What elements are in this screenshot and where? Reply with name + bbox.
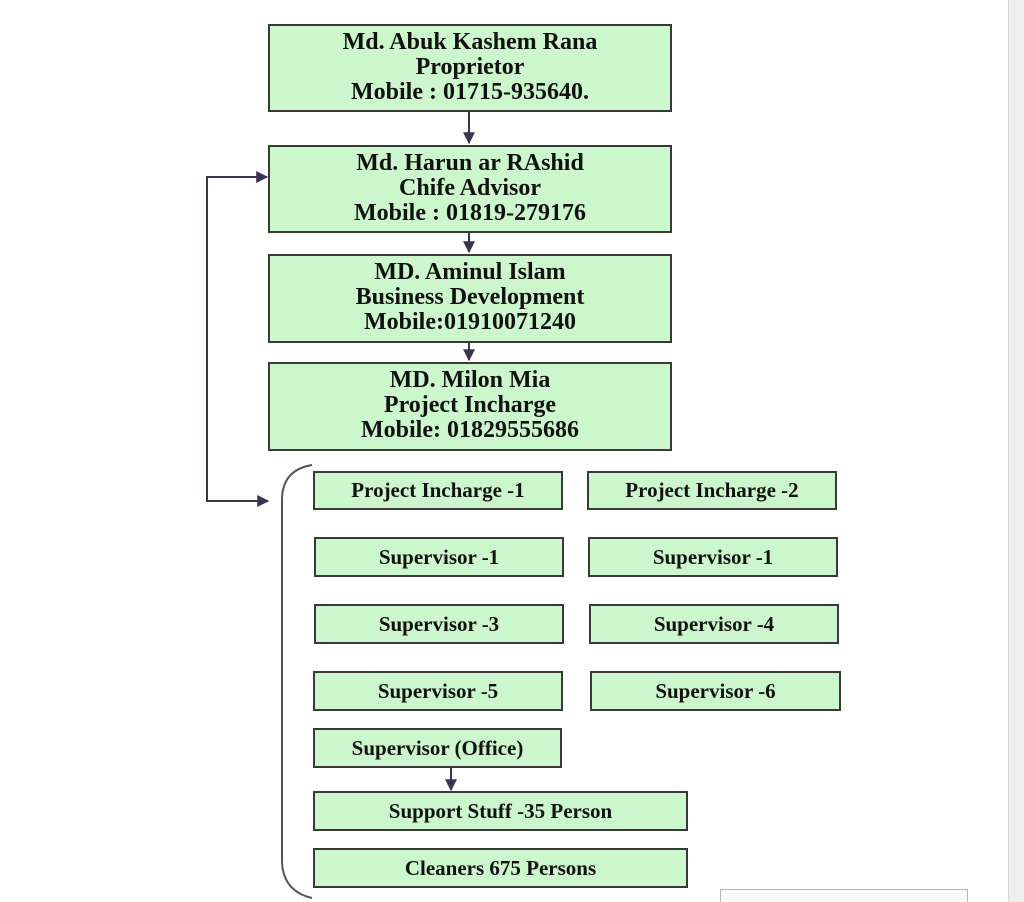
chief-advisor-name: Md. Harun ar RAshid	[356, 150, 584, 176]
team-right-box-2: Supervisor -1	[588, 537, 838, 577]
chief-advisor-mobile: Mobile : 01819-279176	[354, 200, 586, 226]
project-incharge-mobile: Mobile: 01829555686	[361, 417, 579, 443]
team-left-box-2: Supervisor -1	[314, 537, 564, 577]
loop-line-left	[206, 176, 266, 502]
team-right-box-4: Supervisor -6	[590, 671, 841, 711]
supervisor-office-box: Supervisor (Office)	[313, 728, 562, 768]
proprietor-role: Proprietor	[415, 54, 525, 80]
team-left-box-1: Project Incharge -1	[313, 471, 563, 510]
team-left-box-3: Supervisor -3	[314, 604, 564, 644]
proprietor-box: Md. Abuk Kashem Rana Proprietor Mobile :…	[268, 24, 672, 112]
business-development-mobile: Mobile:01910071240	[364, 309, 576, 335]
team-bracket	[281, 464, 313, 899]
chief-advisor-box: Md. Harun ar RAshid Chife Advisor Mobile…	[268, 145, 672, 233]
page-edge	[1008, 0, 1024, 902]
project-incharge-name: MD. Milon Mia	[389, 367, 551, 393]
business-development-box: MD. Aminul Islam Business Development Mo…	[268, 254, 672, 343]
corner-widget	[720, 889, 968, 902]
proprietor-name: Md. Abuk Kashem Rana	[342, 29, 598, 55]
cleaners-box: Cleaners 675 Persons	[313, 848, 688, 888]
team-left-box-4: Supervisor -5	[313, 671, 563, 711]
business-development-name: MD. Aminul Islam	[374, 259, 566, 285]
proprietor-mobile: Mobile : 01715-935640.	[351, 79, 589, 105]
business-development-role: Business Development	[355, 284, 585, 310]
project-incharge-box: MD. Milon Mia Project Incharge Mobile: 0…	[268, 362, 672, 451]
support-staff-box: Support Stuff -35 Person	[313, 791, 688, 831]
team-right-box-3: Supervisor -4	[589, 604, 839, 644]
team-right-box-1: Project Incharge -2	[587, 471, 837, 510]
chief-advisor-role: Chife Advisor	[398, 175, 541, 201]
project-incharge-role: Project Incharge	[383, 392, 557, 418]
